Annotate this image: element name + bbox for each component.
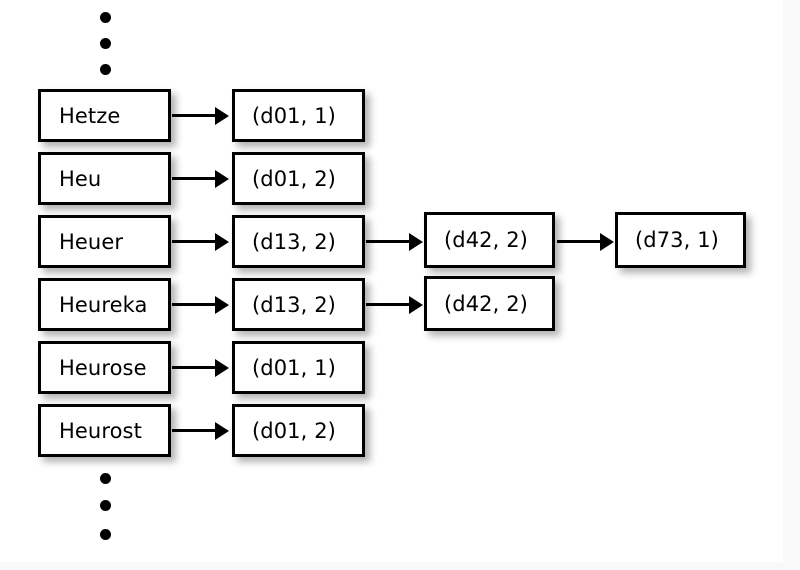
arrow-heurost-to-posting-1 [172, 429, 216, 432]
arrow-heu-to-posting-1 [172, 177, 216, 180]
ellipsis-top-dot-3 [100, 64, 111, 75]
arrow-heuer-posting-2-to-3 [557, 240, 601, 243]
posting-label: (d01, 1) [252, 103, 336, 128]
term-box-hetze[interactable]: Hetze [38, 89, 171, 142]
arrow-heuer-posting-1-to-2 [366, 240, 410, 243]
posting-box-heureka-1[interactable]: (d13, 2) [232, 278, 365, 331]
posting-label: (d01, 2) [252, 166, 336, 191]
arrow-heurose-to-posting-1 [172, 366, 216, 369]
posting-label: (d01, 1) [252, 355, 336, 380]
arrow-heureka-posting-1-to-2 [366, 303, 410, 306]
posting-label: (d42, 2) [444, 228, 528, 252]
arrow-heuer-to-posting-1 [172, 240, 216, 243]
page-edge-bottom [0, 562, 800, 570]
posting-box-heurost-1[interactable]: (d01, 2) [232, 404, 365, 457]
term-box-heureka[interactable]: Heureka [38, 278, 171, 331]
posting-box-heuer-1[interactable]: (d13, 2) [232, 215, 365, 268]
posting-box-heuer-2[interactable]: (d42, 2) [424, 212, 555, 268]
posting-box-heu-1[interactable]: (d01, 2) [232, 152, 365, 205]
term-box-heurost[interactable]: Heurost [38, 404, 171, 457]
posting-box-heuer-3[interactable]: (d73, 1) [615, 212, 746, 268]
page-edge-right [783, 0, 800, 570]
term-box-heurose[interactable]: Heurose [38, 341, 171, 394]
posting-box-hetze-1[interactable]: (d01, 1) [232, 89, 365, 142]
ellipsis-top-dot-2 [100, 38, 111, 49]
ellipsis-bottom-dot-3 [100, 529, 111, 540]
term-box-heu[interactable]: Heu [38, 152, 171, 205]
arrow-hetze-to-posting-1 [172, 114, 216, 117]
term-label: Heuer [59, 229, 124, 254]
posting-label: (d13, 2) [252, 292, 336, 317]
term-label: Heureka [59, 292, 148, 317]
posting-label: (d42, 2) [444, 291, 528, 316]
ellipsis-bottom-dot-2 [100, 500, 111, 511]
ellipsis-bottom-dot-1 [100, 473, 111, 484]
posting-box-heurose-1[interactable]: (d01, 1) [232, 341, 365, 394]
term-label: Heurose [59, 355, 147, 380]
posting-label: (d13, 2) [252, 229, 336, 254]
posting-label: (d73, 1) [635, 228, 719, 252]
term-label: Heurost [59, 418, 142, 443]
ellipsis-top-dot-1 [100, 12, 111, 23]
term-label: Heu [59, 166, 102, 191]
posting-box-heureka-2[interactable]: (d42, 2) [424, 276, 555, 331]
term-label: Hetze [59, 103, 121, 128]
posting-label: (d01, 2) [252, 418, 336, 443]
term-box-heuer[interactable]: Heuer [38, 215, 171, 268]
arrow-heureka-to-posting-1 [172, 303, 216, 306]
